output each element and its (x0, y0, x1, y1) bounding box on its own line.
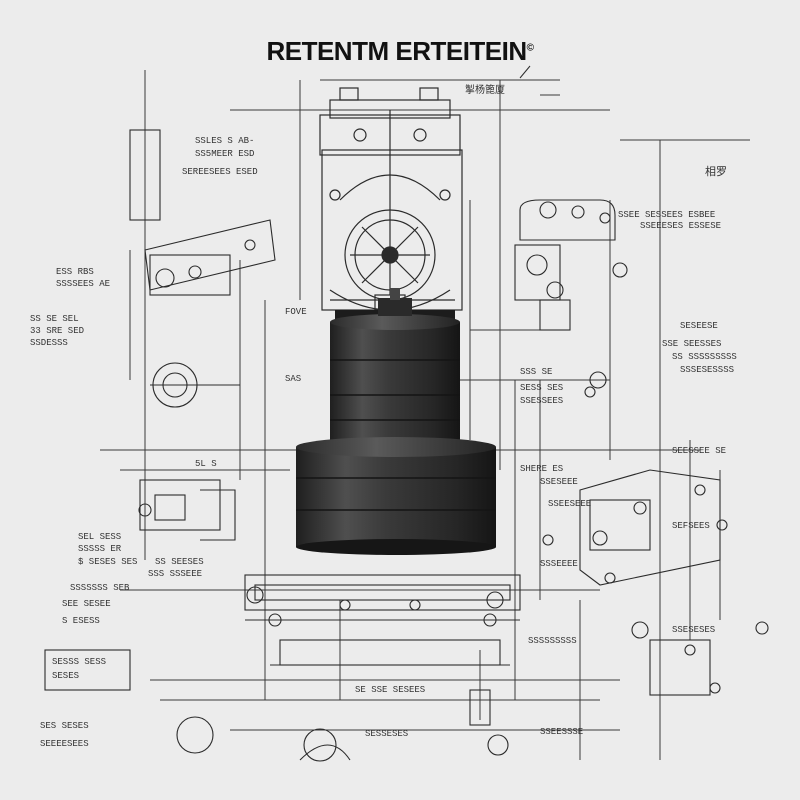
note-left-1: ESS RBS (56, 267, 94, 277)
note-right-16: SSSEEEE (540, 559, 578, 569)
gear-housing (319, 87, 463, 321)
note-right-1: 相罗 (705, 167, 727, 179)
note-bottom-4: SSEESSSE (540, 727, 584, 737)
note-right-13: SSESEEE (540, 477, 578, 487)
note-left-6: 5L S (195, 459, 217, 469)
title-mark: © (526, 42, 534, 54)
drawing-title-text: RETENTM ERTEITEIN (266, 36, 527, 66)
note-mid-label: FOVE (285, 307, 307, 317)
note-left-13: SEE SESEE (62, 599, 111, 609)
note-right-9: SESS SES (520, 383, 564, 393)
note-bottom-1: SE SSE SESEES (355, 685, 426, 695)
note-left-10: SS SEESES (155, 557, 204, 567)
note-left-18: SEEEESEES (40, 739, 89, 749)
note-left-stack-2: SS5MEER ESD (195, 149, 255, 159)
note-right-3: SSEEESES ESSESE (640, 221, 722, 231)
note-right-14: SSEESEEE (548, 499, 592, 509)
note-left-15: SESSS SESS (52, 657, 107, 667)
frame-lines (100, 70, 750, 760)
note-right-7: SSSESESSSS (680, 365, 735, 375)
note-bottom-3: SSSSSSSSS (528, 636, 577, 646)
note-right-17: SSESESES (672, 625, 716, 635)
note-left-4: 33 SRE SED (30, 326, 85, 336)
note-left-8: SSSSS ER (78, 544, 122, 554)
note-left-11: SSS SSSEEE (148, 569, 203, 579)
note-right-8: SSS SE (520, 367, 553, 377)
note-left-16: SESES (52, 671, 80, 681)
title-accents (519, 65, 531, 79)
note-left-17: SES SESES (40, 721, 89, 731)
cylinder-body (296, 288, 496, 555)
note-bottom-2: SESSESES (365, 729, 409, 739)
right-mechanism (514, 199, 769, 696)
note-right-15: SEFSEES (672, 521, 710, 531)
note-top-right-header: 掣杨篦厦 (465, 86, 505, 97)
note-gauge-label: SAS (285, 374, 302, 384)
note-right-5: SSE SEESSES (662, 339, 722, 349)
note-left-5: SSDESSS (30, 338, 68, 348)
rail-assembly (244, 574, 521, 726)
note-left-2: SSSSEES AE (56, 279, 111, 289)
note-right-4: SESEESE (680, 321, 718, 331)
note-left-14: S ESESS (62, 616, 100, 626)
note-left-stack-3: SEREESEES ESED (182, 167, 258, 177)
note-left-7: SEL SESS (78, 532, 122, 542)
left-mechanism (44, 129, 509, 762)
note-left-12: SSSSSSS SEB (70, 583, 130, 593)
note-left-3: SS SE SEL (30, 314, 79, 324)
drawing-title: RETENTM ERTEITEIN© (0, 36, 800, 67)
note-right-6: SS SSSSSSSSS (672, 352, 737, 362)
note-right-11: SEESSEE SE (672, 446, 727, 456)
note-right-2: SSEE SESSEES ESBEE (618, 210, 716, 220)
note-right-10: SSESSEES (520, 396, 564, 406)
note-left-stack-1: SSLES S AB- (195, 136, 255, 146)
note-left-9: $ SESES SES (78, 557, 138, 567)
note-right-12: SHERE ES (520, 464, 564, 474)
